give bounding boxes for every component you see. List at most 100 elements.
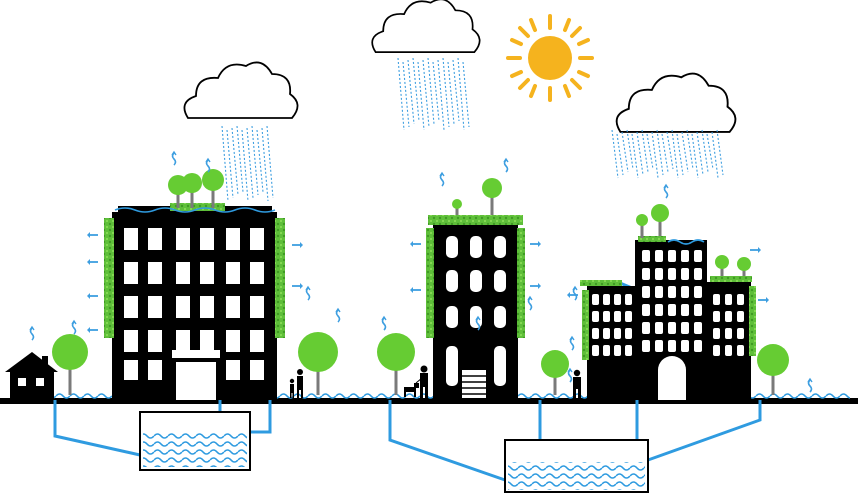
window	[603, 311, 610, 322]
evaporation-arrow-icon	[300, 283, 303, 289]
window	[655, 340, 663, 352]
window	[642, 250, 650, 262]
tree-icon	[298, 332, 338, 395]
evaporation-arrow-icon	[87, 232, 90, 238]
window	[200, 296, 214, 318]
tree-icon	[636, 214, 648, 238]
window	[176, 262, 190, 284]
window	[176, 330, 190, 352]
evaporation-arrow-icon	[87, 327, 90, 333]
evaporation-arrow-icon	[410, 287, 413, 293]
window	[226, 262, 240, 284]
window	[200, 330, 214, 352]
window	[470, 306, 482, 328]
evaporation-arrow-icon	[538, 283, 541, 289]
evaporation-arrow-icon	[766, 297, 769, 303]
tree-icon	[651, 204, 669, 236]
ground	[0, 398, 858, 404]
person-icon	[289, 369, 303, 398]
window	[200, 228, 214, 250]
window	[681, 268, 689, 280]
window	[655, 286, 663, 298]
tree-icon	[377, 333, 415, 395]
window	[124, 330, 138, 352]
evaporation-arrow-icon	[758, 247, 761, 253]
tree-icon	[182, 173, 202, 208]
window	[603, 294, 610, 305]
window	[625, 294, 632, 305]
tree-icon	[757, 344, 789, 395]
window	[625, 311, 632, 322]
window	[148, 228, 162, 250]
window	[250, 296, 264, 318]
house-icon	[5, 352, 58, 400]
evaporation-arrow-icon	[410, 241, 413, 247]
tree-icon	[452, 199, 462, 215]
window	[494, 306, 506, 328]
window	[655, 268, 663, 280]
window	[694, 286, 702, 298]
window	[668, 286, 676, 298]
evaporation-arrow-icon	[87, 259, 90, 265]
window	[694, 340, 702, 352]
window	[592, 328, 599, 339]
window	[655, 322, 663, 334]
tree-icon	[52, 334, 88, 395]
window	[713, 294, 720, 305]
tree-icon	[482, 178, 502, 215]
evaporation-arrow-icon	[300, 242, 303, 248]
window	[642, 304, 650, 316]
window	[603, 345, 610, 356]
window	[592, 311, 599, 322]
window	[737, 328, 744, 339]
window	[494, 236, 506, 258]
window	[148, 330, 162, 352]
window	[694, 322, 702, 334]
window	[655, 304, 663, 316]
window	[250, 228, 264, 250]
window	[725, 345, 732, 356]
cloud-icon	[615, 72, 737, 133]
window	[614, 345, 621, 356]
window	[446, 236, 458, 258]
evaporation-arrow-icon	[87, 293, 90, 299]
window	[725, 328, 732, 339]
dog-icon	[404, 377, 423, 397]
window	[250, 262, 264, 284]
cloud-icon	[183, 61, 299, 119]
window	[614, 311, 621, 322]
window	[668, 322, 676, 334]
window	[725, 311, 732, 322]
window	[176, 296, 190, 318]
window	[446, 306, 458, 328]
window	[694, 250, 702, 262]
window	[592, 294, 599, 305]
window	[226, 360, 240, 380]
window	[124, 228, 138, 250]
window	[668, 340, 676, 352]
window	[124, 360, 138, 380]
window	[625, 345, 632, 356]
window	[713, 345, 720, 356]
cloud-icon	[371, 0, 481, 53]
window	[713, 328, 720, 339]
window	[681, 340, 689, 352]
window	[148, 262, 162, 284]
window	[681, 322, 689, 334]
window	[737, 345, 744, 356]
window	[124, 262, 138, 284]
tree-icon	[202, 169, 224, 208]
window	[250, 360, 264, 380]
window	[668, 268, 676, 280]
window	[614, 294, 621, 305]
window	[694, 268, 702, 280]
window	[642, 286, 650, 298]
water-tank-icon	[504, 439, 649, 493]
window	[681, 304, 689, 316]
window	[148, 360, 162, 380]
rain-icon	[221, 125, 274, 202]
evaporation-arrow-icon	[538, 241, 541, 247]
window	[642, 268, 650, 280]
window	[446, 346, 458, 386]
